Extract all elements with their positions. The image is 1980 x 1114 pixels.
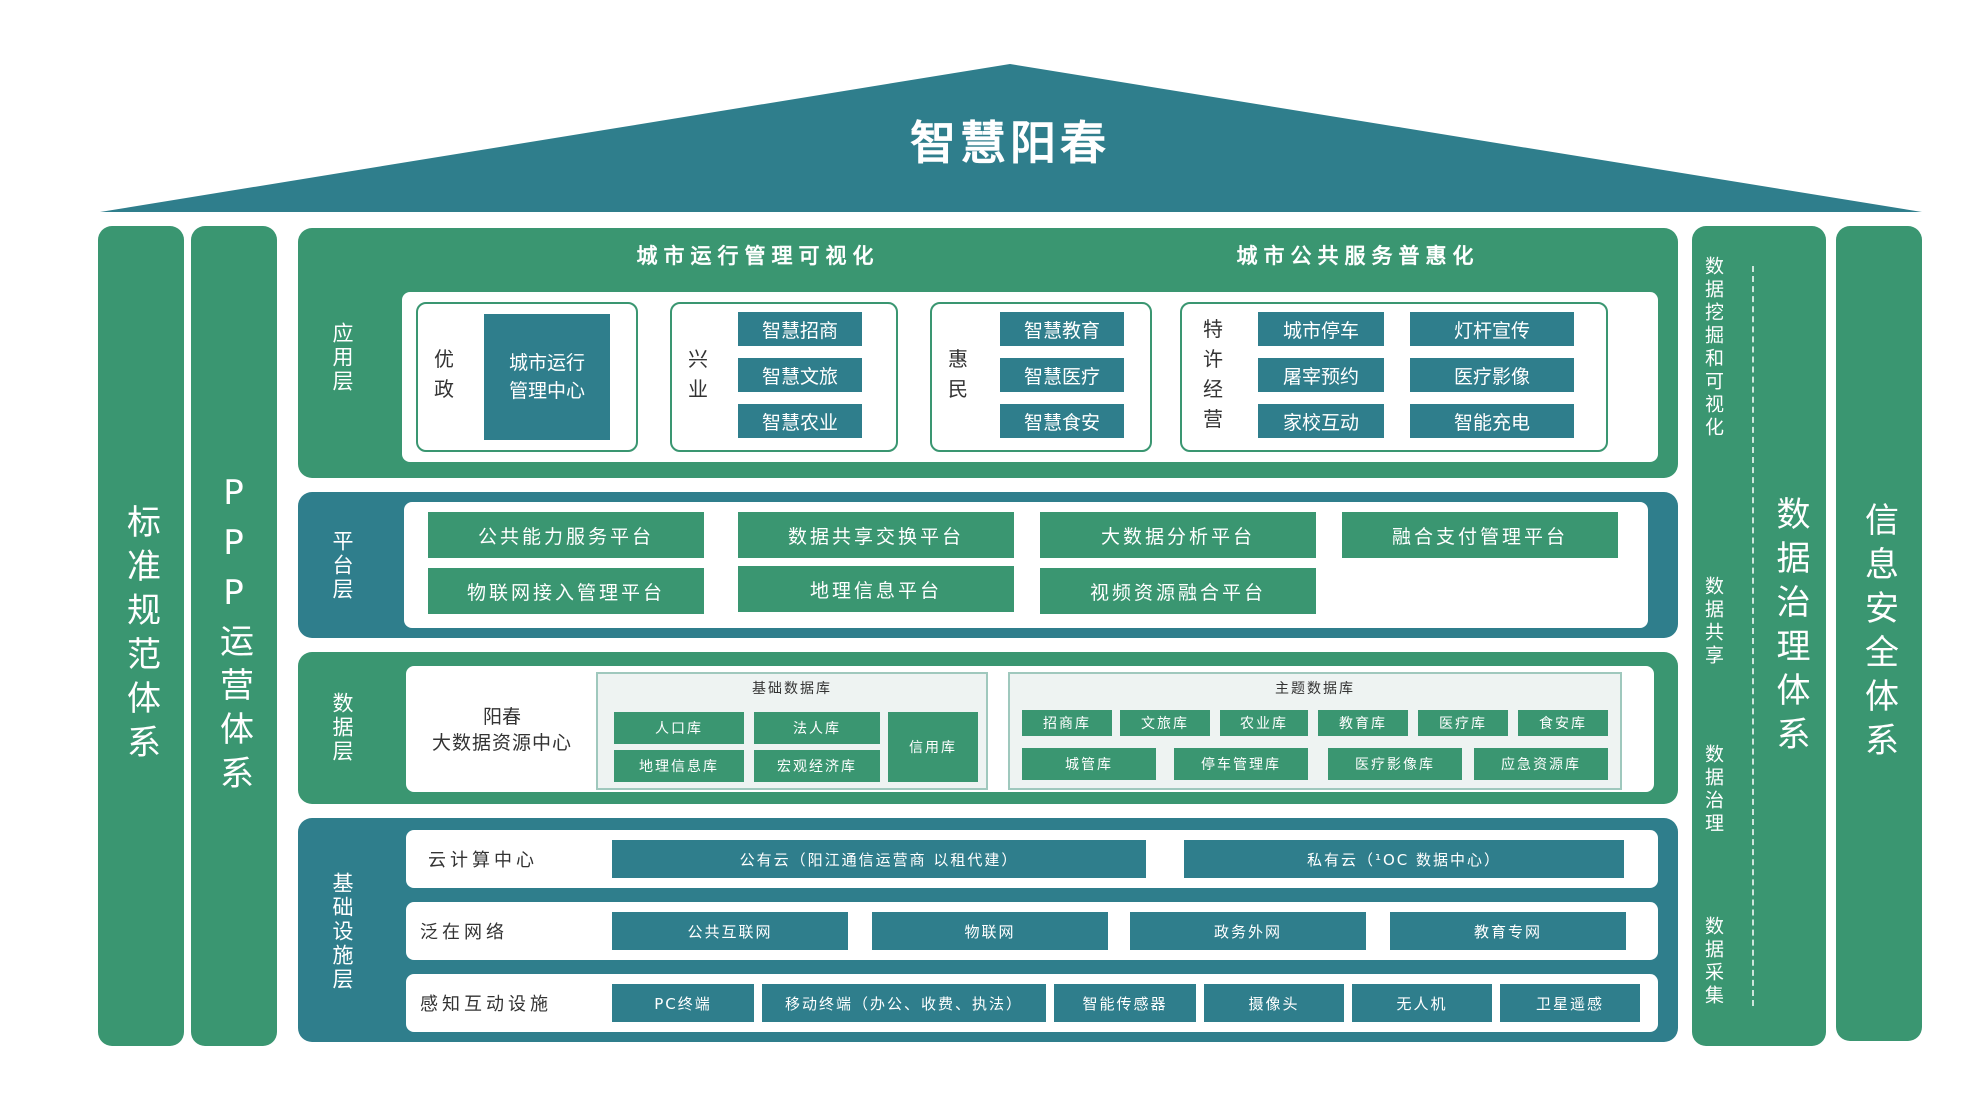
- db-item[interactable]: 人口库: [614, 712, 744, 744]
- app-item[interactable]: 智慧文旅: [738, 358, 862, 392]
- db-item[interactable]: 城管库: [1022, 748, 1156, 780]
- db-item[interactable]: 医疗影像库: [1328, 748, 1462, 780]
- layer-label: 应用层: [330, 322, 354, 394]
- application-layer: 应用层 城市运行管理可视化 城市公共服务普惠化 优政 城市运行管理中心 兴业 智…: [298, 228, 1678, 478]
- infra-row-sensing: 感知互动设施 PC终端 移动终端（办公、收费、执法） 智能传感器 摄像头 无人机…: [406, 974, 1658, 1032]
- group-texujingying: 特许经营 城市停车 灯杆宣传 屠宰预约 医疗影像 家校互动 智能充电: [1180, 302, 1608, 452]
- data-layer: 数据层 阳春 大数据资源中心 基础数据库 人口库 法人库 信用库 地理信息库 宏…: [298, 652, 1678, 804]
- db-item[interactable]: 教育库: [1318, 710, 1408, 736]
- platform-item[interactable]: 公共能力服务平台: [428, 512, 704, 558]
- city-ops-center[interactable]: 城市运行管理中心: [484, 314, 610, 440]
- infra-item[interactable]: 卫星遥感: [1500, 984, 1640, 1022]
- ppp-pillar-label: PPP运营体系: [213, 473, 254, 799]
- app-item[interactable]: 屠宰预约: [1258, 358, 1384, 392]
- group-label: 兴业: [688, 347, 708, 401]
- infra-row-network: 泛在网络 公共互联网 物联网 政务外网 教育专网: [406, 902, 1658, 960]
- ppp-pillar: PPP运营体系: [191, 226, 277, 1046]
- infra-row-label: 云计算中心: [428, 850, 538, 871]
- infra-row-label: 感知互动设施: [420, 994, 552, 1015]
- security-pillar: 信息安全体系: [1836, 226, 1922, 1041]
- platform-item[interactable]: 大数据分析平台: [1040, 512, 1316, 558]
- db-item[interactable]: 信用库: [888, 712, 978, 782]
- infrastructure-layer: 基础设施层 云计算中心 公有云（阳江通信运营商 以租代建） 私有云（¹OC 数据…: [298, 818, 1678, 1042]
- platform-item[interactable]: 地理信息平台: [738, 566, 1014, 612]
- governance-divider: [1752, 266, 1754, 1006]
- db-item[interactable]: 农业库: [1220, 710, 1308, 736]
- base-db-title: 基础数据库: [752, 681, 832, 697]
- db-item[interactable]: 医疗库: [1418, 710, 1508, 736]
- app-item[interactable]: 灯杆宣传: [1410, 312, 1574, 346]
- app-item[interactable]: 智能充电: [1410, 404, 1574, 438]
- data-governance-pillar: 数据挖掘和可视化 数据共享 数据治理 数据采集 数据治理体系: [1692, 226, 1826, 1046]
- app-item[interactable]: 智慧医疗: [1000, 358, 1124, 392]
- platform-item[interactable]: 视频资源融合平台: [1040, 568, 1316, 614]
- layer-label: 数据层: [330, 692, 354, 764]
- db-item[interactable]: 地理信息库: [614, 750, 744, 782]
- infra-item[interactable]: 无人机: [1352, 984, 1492, 1022]
- infra-item[interactable]: 教育专网: [1390, 912, 1626, 950]
- app-item[interactable]: 智慧农业: [738, 404, 862, 438]
- infra-item[interactable]: 公有云（阳江通信运营商 以租代建）: [612, 840, 1146, 878]
- security-pillar-label: 信息安全体系: [1858, 501, 1899, 766]
- infra-item[interactable]: 摄像头: [1204, 984, 1344, 1022]
- base-db-box: 基础数据库 人口库 法人库 信用库 地理信息库 宏观经济库: [596, 672, 988, 790]
- data-inner-panel: 阳春 大数据资源中心 基础数据库 人口库 法人库 信用库 地理信息库 宏观经济库…: [406, 666, 1654, 792]
- app-item[interactable]: 智慧教育: [1000, 312, 1124, 346]
- db-item[interactable]: 停车管理库: [1174, 748, 1308, 780]
- group-label: 惠民: [948, 347, 968, 401]
- infra-item[interactable]: 公共互联网: [612, 912, 848, 950]
- roof: [100, 64, 1922, 212]
- standards-pillar-label: 标准规范体系: [120, 504, 161, 768]
- db-item[interactable]: 应急资源库: [1474, 748, 1608, 780]
- governance-steps: 数据挖掘和可视化 数据共享 数据治理 数据采集: [1700, 256, 1730, 1016]
- infra-item[interactable]: 移动终端（办公、收费、执法）: [762, 984, 1046, 1022]
- infra-item[interactable]: 私有云（¹OC 数据中心）: [1184, 840, 1624, 878]
- app-item[interactable]: 城市停车: [1258, 312, 1384, 346]
- standards-pillar: 标准规范体系: [98, 226, 184, 1046]
- group-label: 优政: [434, 347, 454, 401]
- infra-item[interactable]: 智能传感器: [1054, 984, 1196, 1022]
- app-item[interactable]: 智慧食安: [1000, 404, 1124, 438]
- platform-item[interactable]: 融合支付管理平台: [1342, 512, 1618, 558]
- platform-inner-panel: 公共能力服务平台 数据共享交换平台 大数据分析平台 融合支付管理平台 物联网接入…: [404, 502, 1648, 628]
- governance-step: 数据采集: [1702, 916, 1724, 1008]
- platform-layer: 平台层 公共能力服务平台 数据共享交换平台 大数据分析平台 融合支付管理平台 物…: [298, 492, 1678, 638]
- roof-shape: [100, 64, 1922, 212]
- app-item[interactable]: 家校互动: [1258, 404, 1384, 438]
- theme-db-title: 主题数据库: [1275, 681, 1355, 697]
- platform-item[interactable]: 物联网接入管理平台: [428, 568, 704, 614]
- db-item[interactable]: 招商库: [1022, 710, 1112, 736]
- data-governance-label: 数据治理体系: [1770, 496, 1810, 760]
- governance-step: 数据治理: [1702, 744, 1724, 836]
- data-center-line2: 大数据资源中心: [431, 732, 572, 754]
- theme-db-box: 主题数据库 招商库 文旅库 农业库 教育库 医疗库 食安库 城管库 停车管理库 …: [1008, 672, 1622, 790]
- group-xingye: 兴业 智慧招商 智慧文旅 智慧农业: [670, 302, 898, 452]
- group-youzheng: 优政 城市运行管理中心: [416, 302, 638, 452]
- app-inner-panel: 优政 城市运行管理中心 兴业 智慧招商 智慧文旅 智慧农业 惠民 智慧教育 智慧…: [402, 292, 1658, 462]
- db-item[interactable]: 宏观经济库: [754, 750, 880, 782]
- app-item[interactable]: 智慧招商: [738, 312, 862, 346]
- governance-step: 数据共享: [1702, 576, 1724, 668]
- infra-row-cloud: 云计算中心 公有云（阳江通信运营商 以租代建） 私有云（¹OC 数据中心）: [406, 830, 1658, 888]
- page-title: 智慧阳春: [910, 116, 1110, 170]
- layer-label: 平台层: [330, 530, 354, 602]
- governance-step: 数据挖掘和可视化: [1702, 256, 1724, 440]
- infra-item[interactable]: PC终端: [612, 984, 754, 1022]
- app-header-right: 城市公共服务普惠化: [1236, 244, 1480, 268]
- data-center-line1: 阳春: [482, 706, 521, 728]
- db-item[interactable]: 食安库: [1518, 710, 1608, 736]
- platform-item[interactable]: 数据共享交换平台: [738, 512, 1014, 558]
- db-item[interactable]: 文旅库: [1120, 710, 1210, 736]
- layer-label: 基础设施层: [330, 872, 354, 992]
- infra-row-label: 泛在网络: [420, 922, 508, 943]
- infra-item[interactable]: 物联网: [872, 912, 1108, 950]
- app-header-left: 城市运行管理可视化: [636, 244, 880, 268]
- infra-item[interactable]: 政务外网: [1130, 912, 1366, 950]
- app-item[interactable]: 医疗影像: [1410, 358, 1574, 392]
- db-item[interactable]: 法人库: [754, 712, 880, 744]
- group-label: 特许经营: [1203, 317, 1223, 431]
- group-huimin: 惠民 智慧教育 智慧医疗 智慧食安: [930, 302, 1152, 452]
